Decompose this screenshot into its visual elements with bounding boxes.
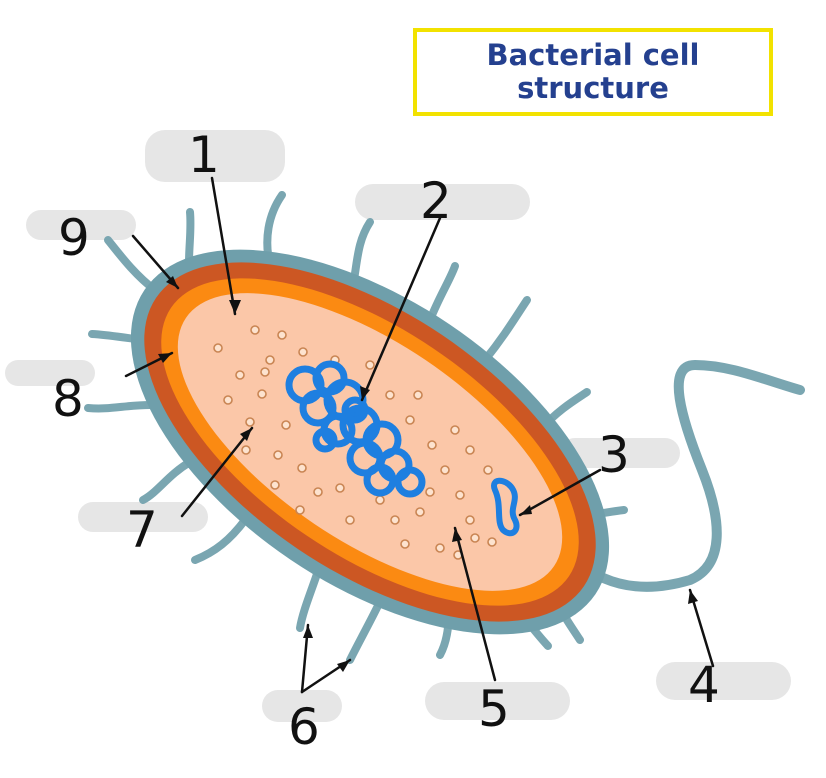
ribosome-dot [390, 515, 400, 525]
ribosome-dot [427, 440, 437, 450]
answer-blank-9[interactable] [26, 210, 136, 240]
ribosome-dot [213, 343, 223, 353]
answer-blank-2[interactable] [355, 184, 530, 220]
label-9: 9 [58, 209, 90, 267]
ribosome-dot [385, 390, 395, 400]
ribosome-dot [235, 370, 245, 380]
ribosome-dot [270, 480, 280, 490]
label-2: 2 [420, 172, 452, 230]
answer-blank-7[interactable] [78, 502, 208, 532]
ribosome-dot [260, 367, 270, 377]
pointer-arrowheads [158, 276, 698, 672]
ribosome-dot [470, 533, 480, 543]
ribosome-dot [297, 463, 307, 473]
label-3: 3 [598, 426, 630, 484]
answer-blank-6[interactable] [262, 690, 342, 722]
ribosome-dot [298, 347, 308, 357]
answer-blank-3[interactable] [560, 438, 680, 468]
ribosome-dot [425, 487, 435, 497]
ribosome-dot [281, 420, 291, 430]
label-1: 1 [188, 126, 220, 184]
ribosome-dot [273, 450, 283, 460]
label-5: 5 [478, 680, 510, 738]
plasmid [491, 477, 520, 537]
ribosome-dot [435, 543, 445, 553]
ribosome-dot [345, 515, 355, 525]
ribosome-dot [245, 417, 255, 427]
ribosome-dot [250, 325, 260, 335]
ribosome-dot [400, 539, 410, 549]
ribosome-dot [440, 465, 450, 475]
ribosome-dot [265, 355, 275, 365]
ribosome-dot [241, 445, 251, 455]
label-6: 6 [288, 698, 320, 756]
ribosome-dot [405, 415, 415, 425]
answer-blank-4[interactable] [656, 662, 791, 700]
ribosome-dot [455, 490, 465, 500]
ribosome-dot [375, 495, 385, 505]
ribosome-dot [257, 389, 267, 399]
ribosome-dot [465, 445, 475, 455]
ribosome-dot [415, 507, 425, 517]
title-box: Bacterial cell structure [413, 28, 773, 116]
label-8: 8 [52, 370, 84, 428]
title-line-1: Bacterial cell [486, 38, 700, 72]
ribosome-dot [313, 487, 323, 497]
answer-blanks [5, 130, 791, 722]
ribosome-dot [295, 505, 305, 515]
label-7: 7 [126, 501, 158, 559]
label-4: 4 [688, 656, 720, 714]
ribosome-dot [365, 360, 375, 370]
ribosome-dot [450, 425, 460, 435]
ribosome-dot [483, 465, 493, 475]
answer-blank-1[interactable] [145, 130, 285, 182]
ribosome-dot [465, 515, 475, 525]
ribosome-dot [413, 390, 423, 400]
answer-blank-5[interactable] [425, 682, 570, 720]
ribosome-dot [335, 483, 345, 493]
flagellum [570, 359, 805, 592]
number-labels: 1 2 3 4 5 6 7 8 9 [52, 126, 720, 756]
title-line-2: structure [517, 71, 669, 105]
ribosome-dot [487, 537, 497, 547]
ribosome-dot [223, 395, 233, 405]
answer-blank-8[interactable] [5, 360, 95, 386]
ribosome-dot [277, 330, 287, 340]
